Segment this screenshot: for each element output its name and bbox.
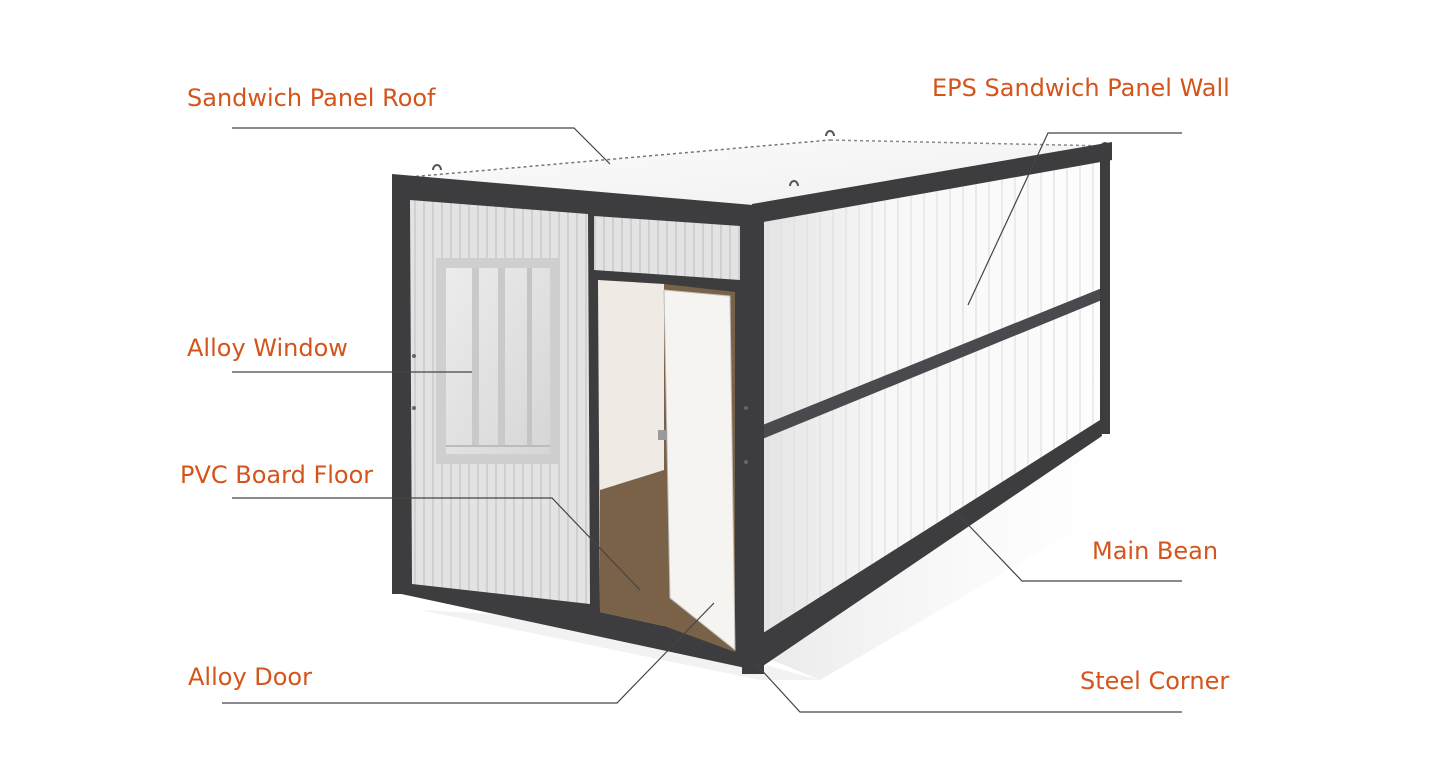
- label-sandwich-panel-roof: Sandwich Panel Roof: [187, 84, 436, 112]
- alloy-door: [663, 289, 736, 652]
- alloy-window: [436, 258, 560, 464]
- leader-beam: [954, 510, 1182, 582]
- door-handle: [658, 430, 667, 440]
- roof: [397, 130, 1110, 206]
- pvc-board-floor: [600, 470, 664, 626]
- front-end-wall: [392, 174, 764, 674]
- lifting-lug: [825, 130, 835, 137]
- lifting-lug: [432, 164, 442, 171]
- leader-roof: [232, 127, 611, 165]
- label-eps-sandwich-panel-wall: EPS Sandwich Panel Wall: [932, 74, 1230, 102]
- leader-wall: [967, 132, 1182, 306]
- eps-sandwich-panel-wall: [752, 142, 1112, 668]
- leader-corner: [755, 663, 1182, 713]
- leader-door: [222, 602, 715, 704]
- label-main-bean: Main Bean: [1092, 537, 1219, 565]
- label-alloy-window: Alloy Window: [187, 334, 348, 362]
- label-alloy-door: Alloy Door: [188, 663, 312, 691]
- label-pvc-board-floor: PVC Board Floor: [180, 461, 374, 489]
- leader-lines: [222, 127, 1182, 713]
- lifting-lug: [789, 180, 799, 187]
- label-steel-corner: Steel Corner: [1080, 667, 1230, 695]
- leader-floor: [232, 497, 641, 591]
- steel-corner-post: [742, 208, 764, 674]
- main-beam: [752, 420, 1102, 668]
